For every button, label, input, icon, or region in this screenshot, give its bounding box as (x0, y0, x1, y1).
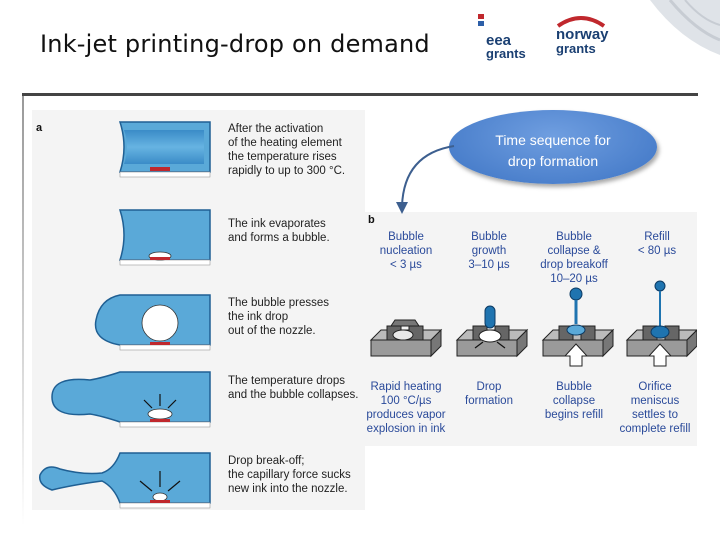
header-line: growth (471, 245, 507, 257)
panel-b-footer-1: Rapid heating 100 °C/µs produces vapor e… (365, 380, 447, 436)
panel-b-footer-2: Drop formation (447, 380, 531, 408)
caption-line: the capillary force sucks (228, 469, 351, 481)
callout-line-1: Time sequence for (495, 132, 611, 148)
caption-line: Drop break-off; (228, 455, 305, 467)
time-sequence-callout: Time sequence for drop formation (449, 110, 657, 184)
header-line: < 80 µs (637, 245, 677, 257)
callout-line-2: drop formation (507, 153, 599, 169)
norway-logo-line1: norway (556, 26, 609, 43)
norway-logo-line2: grants (556, 41, 596, 56)
footer-line: 100 °C/µs (380, 395, 432, 407)
footer-line: begins refill (544, 409, 604, 421)
printhead-step-4 (625, 280, 697, 367)
panel-b: b Bubble nucleation < 3 µs Bubble growth… (365, 212, 697, 446)
caption-line: After the activation (228, 123, 324, 135)
norway-grants-logo: norway grants (550, 12, 620, 60)
nozzle-step-2 (118, 209, 211, 266)
eea-grants-logo: eea grants (472, 12, 542, 60)
norway-arc-icon (556, 16, 606, 28)
panel-b-header-2: Bubble growth 3–10 µs (447, 230, 531, 272)
header-line: Bubble (388, 231, 424, 243)
footer-line: formation (465, 395, 513, 407)
nozzle-step-5 (39, 452, 211, 509)
panel-a-step-5-caption: Drop break-off; the capillary force suck… (228, 454, 351, 496)
eea-logo-text: eea grants (486, 32, 526, 61)
header-line: Refill (644, 231, 670, 243)
panel-b-label: b (368, 214, 375, 226)
caption-line: The ink evaporates (228, 218, 326, 230)
header-line: 10–20 µs (550, 273, 598, 285)
norway-logo-text: norway grants (556, 26, 609, 56)
header-line: 3–10 µs (468, 259, 510, 271)
printhead-step-2 (455, 305, 529, 358)
panel-a-step-3-caption: The bubble presses the ink drop out of t… (228, 296, 329, 338)
caption-line: The bubble presses (228, 297, 330, 309)
header-line: nucleation (379, 245, 433, 257)
header-line: drop breakoff (540, 259, 608, 271)
header-line: < 3 µs (390, 259, 422, 271)
footer-line: collapse (552, 395, 596, 407)
footer-line: Bubble (556, 381, 592, 393)
footer-line: explosion in ink (366, 423, 446, 435)
caption-line: and the bubble collapses. (228, 389, 359, 401)
nozzle-step-1 (118, 121, 211, 178)
panel-b-footer-4: Orifice meniscus settles to complete ref… (613, 380, 697, 436)
footer-line: settles to (631, 409, 679, 421)
caption-line: the temperature rises (228, 151, 337, 163)
printhead-step-1 (369, 319, 443, 358)
caption-line: new ink into the nozzle. (228, 483, 348, 495)
panel-b-header-1: Bubble nucleation < 3 µs (365, 230, 447, 272)
header-line: Bubble (471, 231, 507, 243)
panel-b-header-4: Refill < 80 µs (617, 230, 697, 258)
caption-line: rapidly to up to 300 °C. (228, 165, 346, 177)
left-rule (22, 96, 24, 526)
panel-b-footer-3: Bubble collapse begins refill (531, 380, 617, 422)
decorative-swoosh (650, 0, 720, 55)
panel-a-step-1-caption: After the activation of the heating elem… (228, 122, 345, 178)
panel-a: a (32, 110, 365, 510)
caption-line: of the heating element (228, 137, 342, 149)
nozzle-step-3 (94, 294, 211, 351)
caption-line: out of the nozzle. (228, 325, 316, 337)
caption-line: The temperature drops (228, 375, 345, 387)
eea-logo-line2: grants (486, 46, 526, 61)
callout-arrow (396, 145, 455, 214)
panel-b-header-3: Bubble collapse & drop breakoff 10–20 µs (531, 230, 617, 286)
nozzle-step-4 (51, 371, 211, 428)
footer-line: Rapid heating (370, 381, 442, 393)
footer-line: Drop (476, 381, 502, 393)
printhead-step-3 (541, 287, 615, 367)
footer-line: complete refill (619, 423, 691, 435)
header-rule (22, 93, 698, 96)
panel-a-label: a (36, 122, 43, 134)
panel-b-printhead-diagrams (369, 280, 697, 367)
eea-flag-icon (478, 14, 484, 26)
eea-logo-line1: eea (486, 32, 512, 49)
header-line: Bubble (556, 231, 592, 243)
footer-line: produces vapor (366, 409, 446, 421)
caption-line: the ink drop (228, 311, 289, 323)
panel-a-nozzle-diagrams (39, 121, 211, 509)
slide-title: Ink-jet printing-drop on demand (40, 30, 430, 58)
header-line: collapse & (547, 245, 601, 257)
panel-a-step-2-caption: The ink evaporates and forms a bubble. (228, 217, 330, 245)
footer-line: Orifice meniscus (630, 381, 680, 407)
caption-line: and forms a bubble. (228, 232, 330, 244)
panel-a-step-4-caption: The temperature drops and the bubble col… (228, 374, 358, 402)
